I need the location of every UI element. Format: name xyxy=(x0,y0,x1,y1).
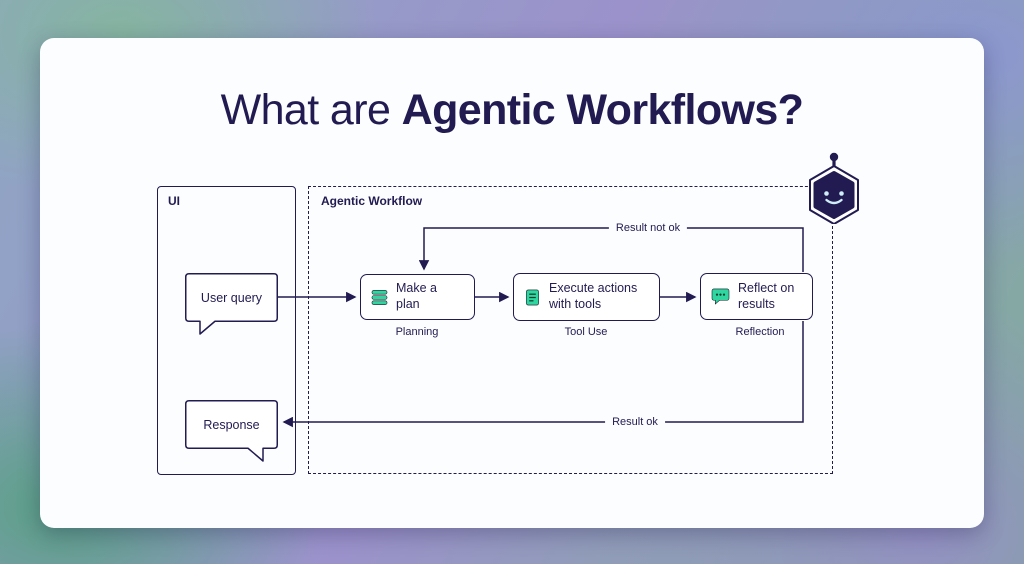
agentic-workflow-label: Agentic Workflow xyxy=(321,194,423,208)
node-planning: Make a plan xyxy=(360,274,475,320)
chat-icon xyxy=(711,288,730,305)
page-title: What are Agentic Workflows? xyxy=(0,86,1024,135)
reflection-caption: Reflection xyxy=(735,326,785,338)
robot-icon xyxy=(806,150,862,229)
user-query-bubble: User query xyxy=(185,273,278,335)
planning-caption: Planning xyxy=(395,326,439,338)
stack-icon xyxy=(371,289,388,306)
result-not-ok-label: Result not ok xyxy=(608,221,688,235)
node-tool-use-label: Execute actions with tools xyxy=(549,281,638,311)
title-emphasis: Agentic Workflows? xyxy=(401,86,804,134)
response-label: Response xyxy=(203,417,260,432)
node-planning-label: Make a plan xyxy=(396,281,437,311)
ui-panel-label: UI xyxy=(168,194,180,208)
node-reflection: Reflect on results xyxy=(700,273,813,320)
tool-use-caption: Tool Use xyxy=(564,326,608,338)
node-tool-use: Execute actions with tools xyxy=(513,273,660,321)
speech-bubble-left-icon xyxy=(185,273,278,335)
title-prefix: What are xyxy=(220,86,402,134)
response-bubble: Response xyxy=(185,400,278,462)
user-query-label: User query xyxy=(200,290,263,305)
document-icon xyxy=(524,289,541,306)
speech-bubble-right-icon xyxy=(185,400,278,462)
node-reflection-label: Reflect on results xyxy=(738,280,795,311)
result-ok-label: Result ok xyxy=(605,415,665,429)
